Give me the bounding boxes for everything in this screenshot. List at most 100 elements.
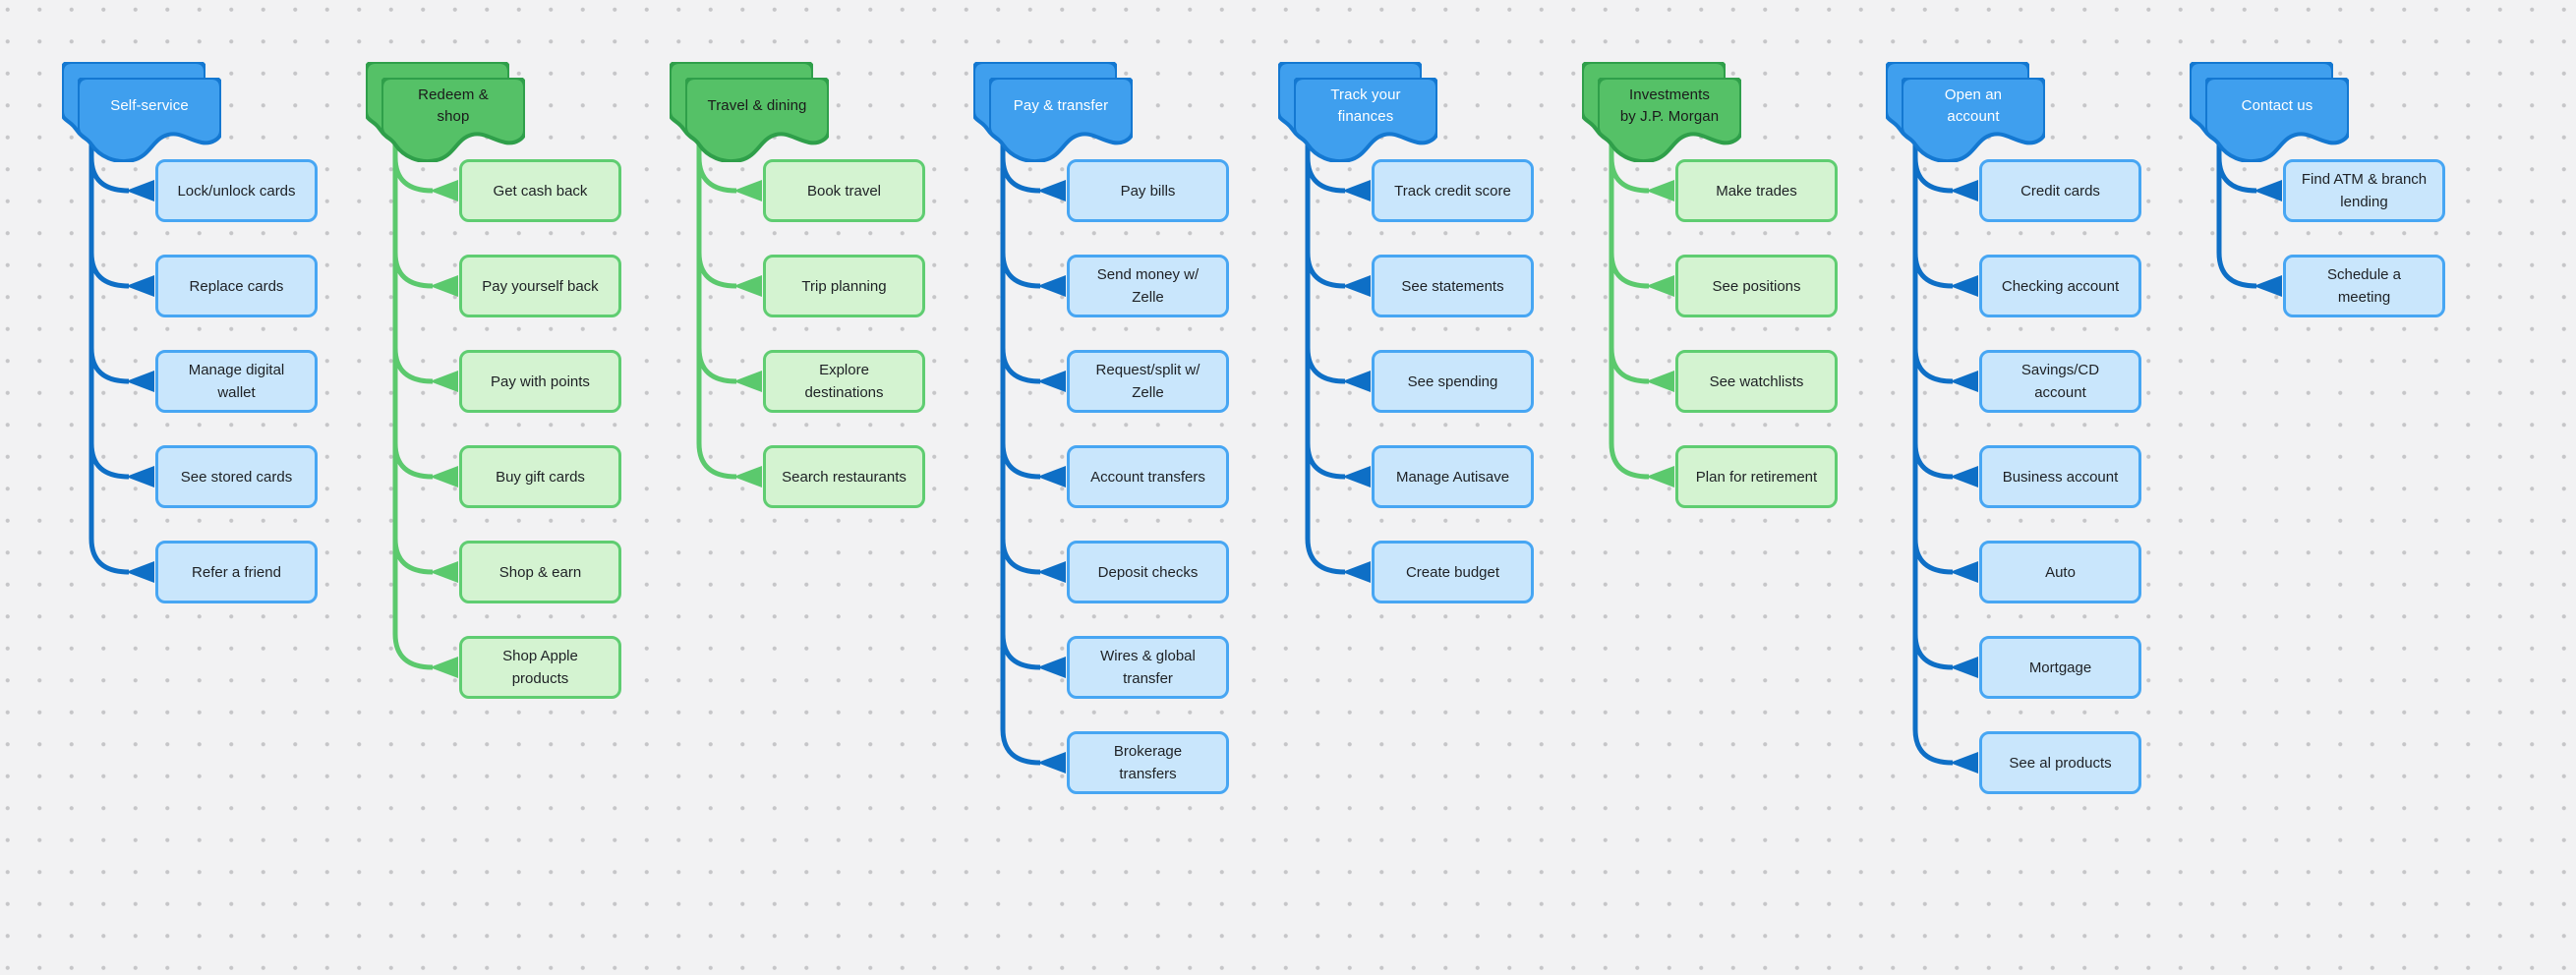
feature-node[interactable]: Mortgage [1979, 636, 2141, 699]
feature-node[interactable]: Trip planning [763, 255, 925, 317]
connector-branch [1305, 347, 1346, 384]
connector-branch [392, 347, 434, 384]
feature-node[interactable]: See spending [1372, 350, 1534, 413]
feature-node[interactable]: Replace cards [155, 255, 318, 317]
connector-branch [1305, 156, 1346, 194]
connector-branch [1912, 538, 1954, 575]
category-header-self-service[interactable] [78, 78, 221, 162]
feature-node[interactable]: Send money w/ Zelle [1067, 255, 1229, 317]
feature-node[interactable]: Account transfers [1067, 445, 1229, 508]
feature-node[interactable]: Manage Autisave [1372, 445, 1534, 508]
connector-arrowhead [1037, 752, 1066, 774]
connector-arrowhead [1646, 180, 1674, 201]
connector-arrowhead [1037, 180, 1066, 201]
connector-arrowhead [126, 371, 154, 392]
connector-arrowhead [2254, 180, 2282, 201]
connector-branch [88, 347, 130, 384]
connector-branch [1609, 252, 1650, 289]
category-header-open-account[interactable] [1902, 78, 2045, 162]
connector-arrowhead [1037, 561, 1066, 583]
connector-arrowhead [1037, 657, 1066, 678]
connector-trunk-track-finances [1305, 141, 1346, 575]
connector-arrowhead [1646, 371, 1674, 392]
connector-arrowhead [1950, 275, 1978, 297]
connector-branch [1912, 633, 1954, 670]
feature-node[interactable]: Book travel [763, 159, 925, 222]
connector-arrowhead [430, 561, 458, 583]
feature-node[interactable]: See positions [1675, 255, 1838, 317]
connector-branch [1912, 442, 1954, 480]
feature-node[interactable]: Wires & global transfer [1067, 636, 1229, 699]
connector-arrowhead [1342, 180, 1371, 201]
connector-branch [1912, 347, 1954, 384]
connector-branch [392, 252, 434, 289]
connector-trunk-pay-transfer [1000, 141, 1041, 766]
feature-node[interactable]: Request/split w/ Zelle [1067, 350, 1229, 413]
connector-arrowhead [1950, 180, 1978, 201]
feature-node[interactable]: Create budget [1372, 541, 1534, 603]
feature-node[interactable]: See watchlists [1675, 350, 1838, 413]
feature-node[interactable]: Pay yourself back [459, 255, 621, 317]
connector-arrowhead [430, 466, 458, 488]
connector-branch [1000, 156, 1041, 194]
connector-branch [1000, 633, 1041, 670]
feature-node[interactable]: Refer a friend [155, 541, 318, 603]
feature-node[interactable]: Brokerage transfers [1067, 731, 1229, 794]
feature-node[interactable]: Search restaurants [763, 445, 925, 508]
connector-branch [696, 156, 737, 194]
feature-node[interactable]: Deposit checks [1067, 541, 1229, 603]
connector-arrowhead [1950, 752, 1978, 774]
feature-node[interactable]: Schedule a meeting [2283, 255, 2445, 317]
connector-arrowhead [126, 561, 154, 583]
connector-branch [1000, 442, 1041, 480]
feature-node[interactable]: Business account [1979, 445, 2141, 508]
feature-node[interactable]: Shop Apple products [459, 636, 621, 699]
feature-node[interactable]: Track credit score [1372, 159, 1534, 222]
category-header-track-finances[interactable] [1294, 78, 1437, 162]
connector-branch [392, 538, 434, 575]
connector-arrowhead [1037, 371, 1066, 392]
connector-branch [1305, 442, 1346, 480]
feature-node[interactable]: Manage digital wallet [155, 350, 318, 413]
feature-node[interactable]: Savings/CD account [1979, 350, 2141, 413]
feature-node[interactable]: Plan for retirement [1675, 445, 1838, 508]
connector-arrowhead [1950, 561, 1978, 583]
feature-node[interactable]: Credit cards [1979, 159, 2141, 222]
connector-branch [1000, 252, 1041, 289]
category-header-investments[interactable] [1598, 78, 1741, 162]
connector-arrowhead [430, 371, 458, 392]
connector-arrowhead [1950, 466, 1978, 488]
feature-node[interactable]: Auto [1979, 541, 2141, 603]
feature-node[interactable]: Explore destinations [763, 350, 925, 413]
connector-branch [2216, 156, 2257, 194]
connector-branch [1912, 252, 1954, 289]
connector-branch [1912, 156, 1954, 194]
feature-node[interactable]: See stored cards [155, 445, 318, 508]
feature-node[interactable]: Buy gift cards [459, 445, 621, 508]
feature-node[interactable]: Pay with points [459, 350, 621, 413]
connector-arrowhead [430, 275, 458, 297]
category-header-redeem-shop[interactable] [381, 78, 525, 162]
category-header-travel-dining[interactable] [685, 78, 829, 162]
connector-arrowhead [126, 180, 154, 201]
connector-arrowhead [1037, 466, 1066, 488]
connector-arrowhead [2254, 275, 2282, 297]
connector-branch [88, 252, 130, 289]
connector-trunk-investments [1609, 141, 1650, 480]
category-header-contact-us[interactable] [2205, 78, 2349, 162]
category-header-pay-transfer[interactable] [989, 78, 1133, 162]
feature-node[interactable]: Make trades [1675, 159, 1838, 222]
feature-node[interactable]: Shop & earn [459, 541, 621, 603]
feature-node[interactable]: See statements [1372, 255, 1534, 317]
connector-arrowhead [1342, 371, 1371, 392]
feature-node[interactable]: Pay bills [1067, 159, 1229, 222]
feature-node[interactable]: See al products [1979, 731, 2141, 794]
connector-arrowhead [1037, 275, 1066, 297]
connector-arrowhead [430, 657, 458, 678]
feature-node[interactable]: Get cash back [459, 159, 621, 222]
connector-branch [696, 347, 737, 384]
feature-node[interactable]: Checking account [1979, 255, 2141, 317]
feature-node[interactable]: Find ATM & branch lending [2283, 159, 2445, 222]
feature-node[interactable]: Lock/unlock cards [155, 159, 318, 222]
